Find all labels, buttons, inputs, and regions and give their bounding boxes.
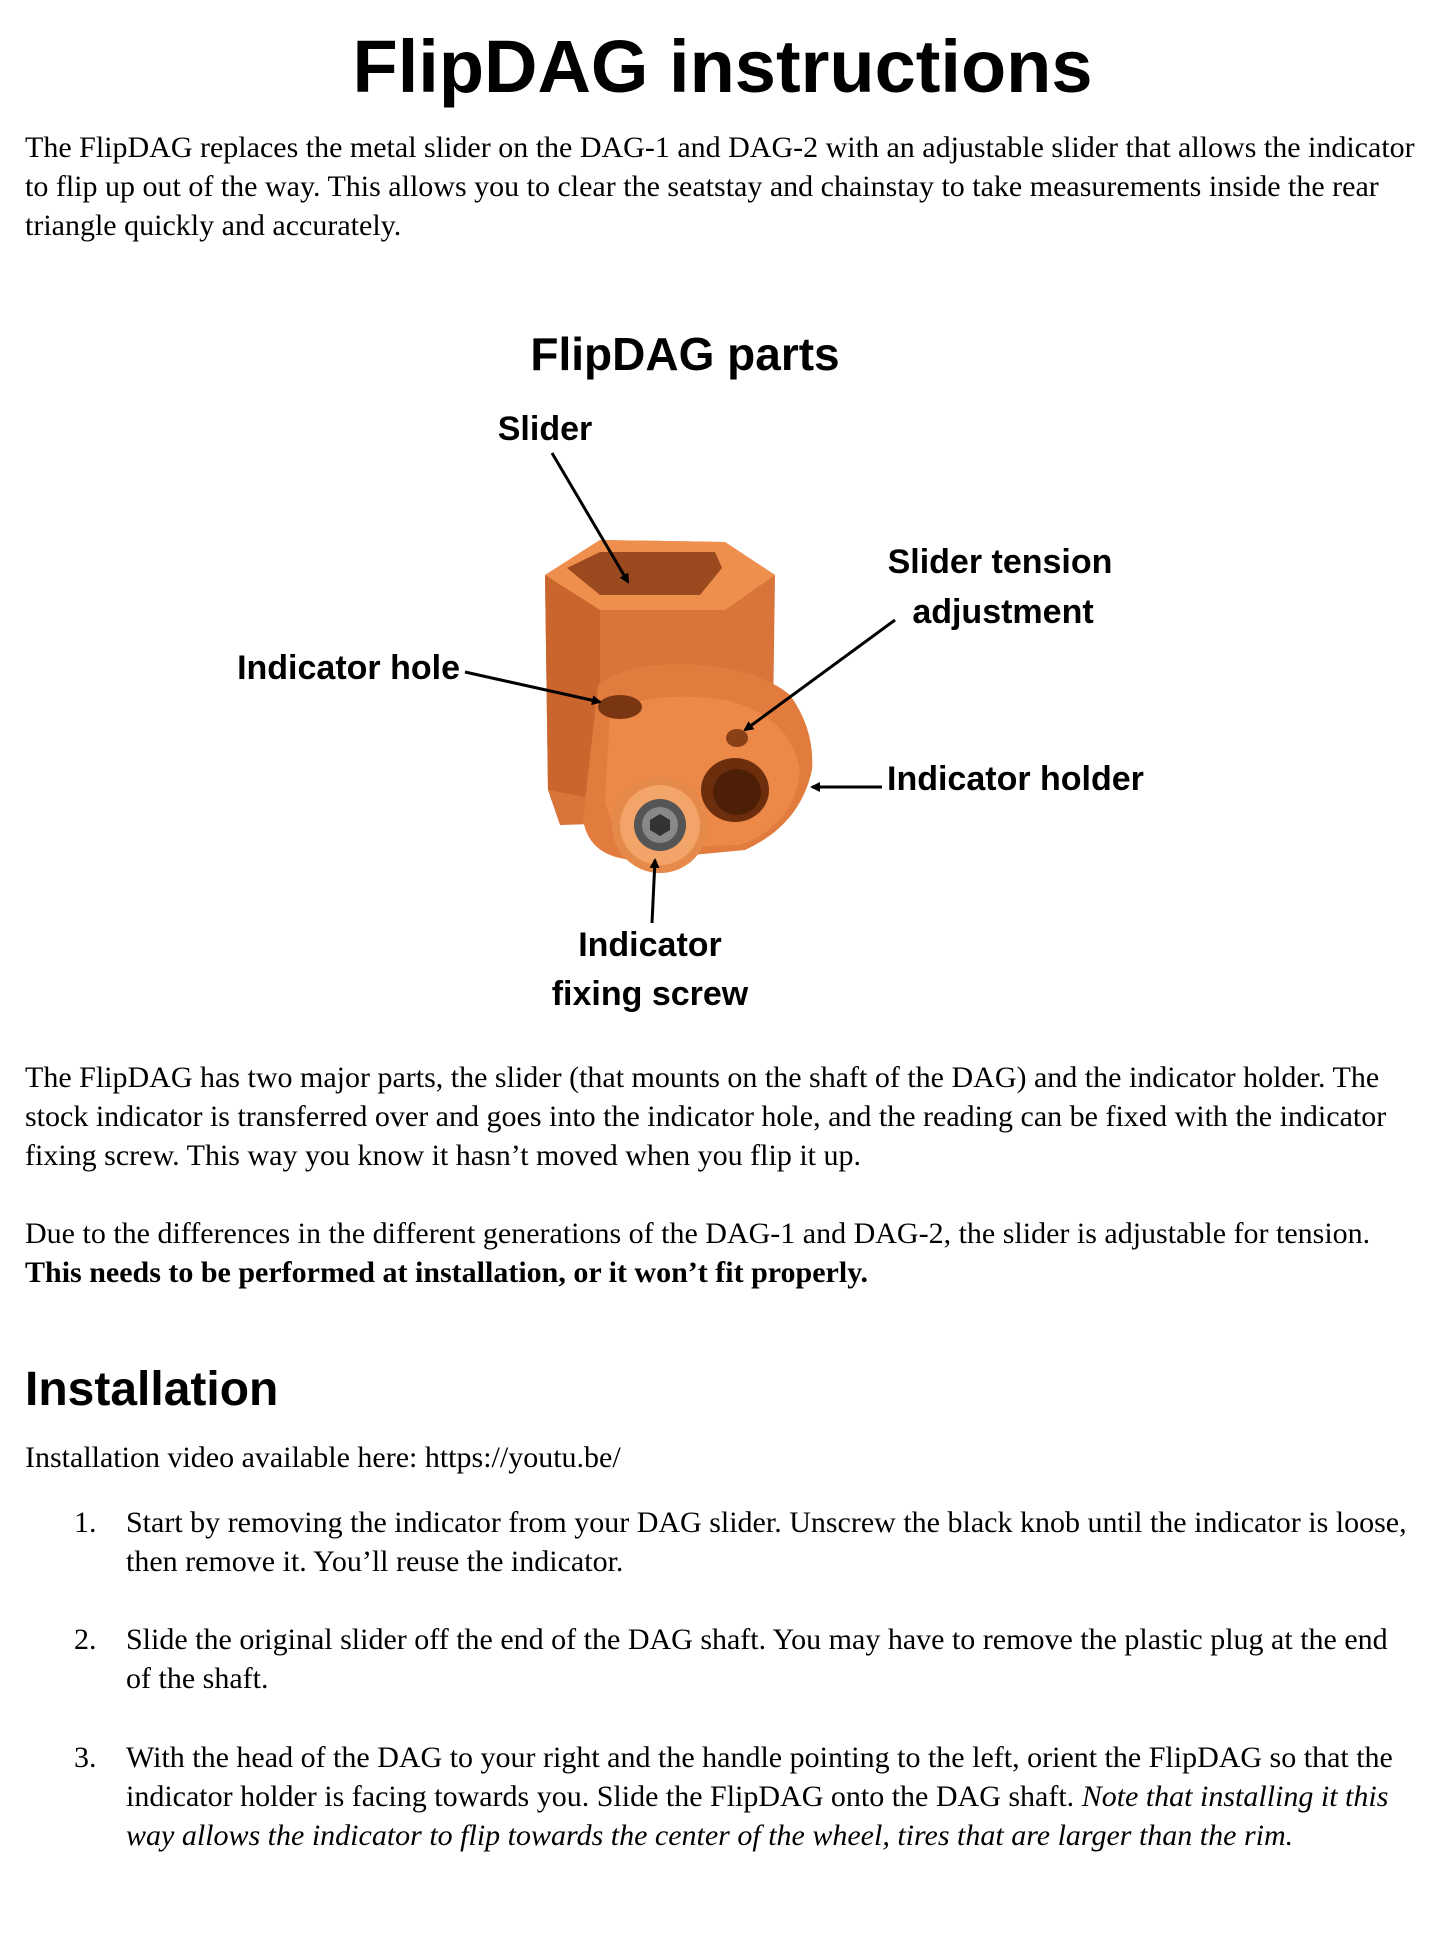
label-slider-tension-line1: Slider tension [888, 543, 1113, 581]
tension-hole [726, 729, 748, 747]
label-fixing-screw-line1: Indicator [578, 926, 722, 964]
step-text: Start by removing the indicator from you… [126, 1503, 1416, 1581]
step-number: 2. [74, 1623, 97, 1656]
label-slider-tension-line2: adjustment [912, 593, 1093, 631]
step-text-normal: Start by removing the indicator from you… [126, 1506, 1407, 1578]
parts-paragraph: The FlipDAG has two major parts, the sli… [25, 1061, 1387, 1172]
step-text: With the head of the DAG to your right a… [126, 1738, 1416, 1855]
tension-paragraph: Due to the differences in the different … [25, 1214, 1425, 1292]
flipdag-part-illustration [545, 540, 813, 873]
indicator-hole [598, 695, 642, 719]
page-title: FlipDAG instructions [352, 25, 1093, 108]
step-text-normal: Slide the original slider off the end of… [126, 1623, 1388, 1695]
step-text: Slide the original slider off the end of… [126, 1620, 1416, 1698]
installation-video-line: Installation video available here: https… [25, 1441, 621, 1474]
step-number: 1. [74, 1506, 97, 1539]
arrow-slider-tension [743, 618, 896, 732]
label-indicator-hole: Indicator hole [237, 649, 460, 687]
arrow-indicator-hole [464, 670, 602, 706]
label-fixing-screw-line2: fixing screw [552, 975, 749, 1013]
parts-diagram: FlipDAG parts [237, 328, 1144, 1013]
label-slider: Slider [498, 410, 592, 448]
installation-heading: Installation [25, 1363, 279, 1416]
step-note: Note that installing it this way allows … [126, 1780, 1389, 1852]
tension-text: Due to the differences in the different … [25, 1217, 1371, 1250]
step-text-normal: With the head of the DAG to your right a… [126, 1741, 1393, 1813]
parts-figure: FlipDAG parts [0, 320, 1445, 1040]
arrow-fixing-screw [649, 858, 660, 924]
tension-warning: This needs to be performed at installati… [25, 1256, 869, 1289]
figure-title: FlipDAG parts [530, 328, 839, 380]
arrow-slider [550, 452, 630, 584]
slider-left-face [545, 575, 600, 800]
step-number: 3. [74, 1741, 97, 1774]
slider-opening [567, 552, 722, 595]
intro-paragraph: The FlipDAG replaces the metal slider on… [25, 131, 1415, 242]
label-indicator-holder: Indicator holder [887, 760, 1144, 798]
